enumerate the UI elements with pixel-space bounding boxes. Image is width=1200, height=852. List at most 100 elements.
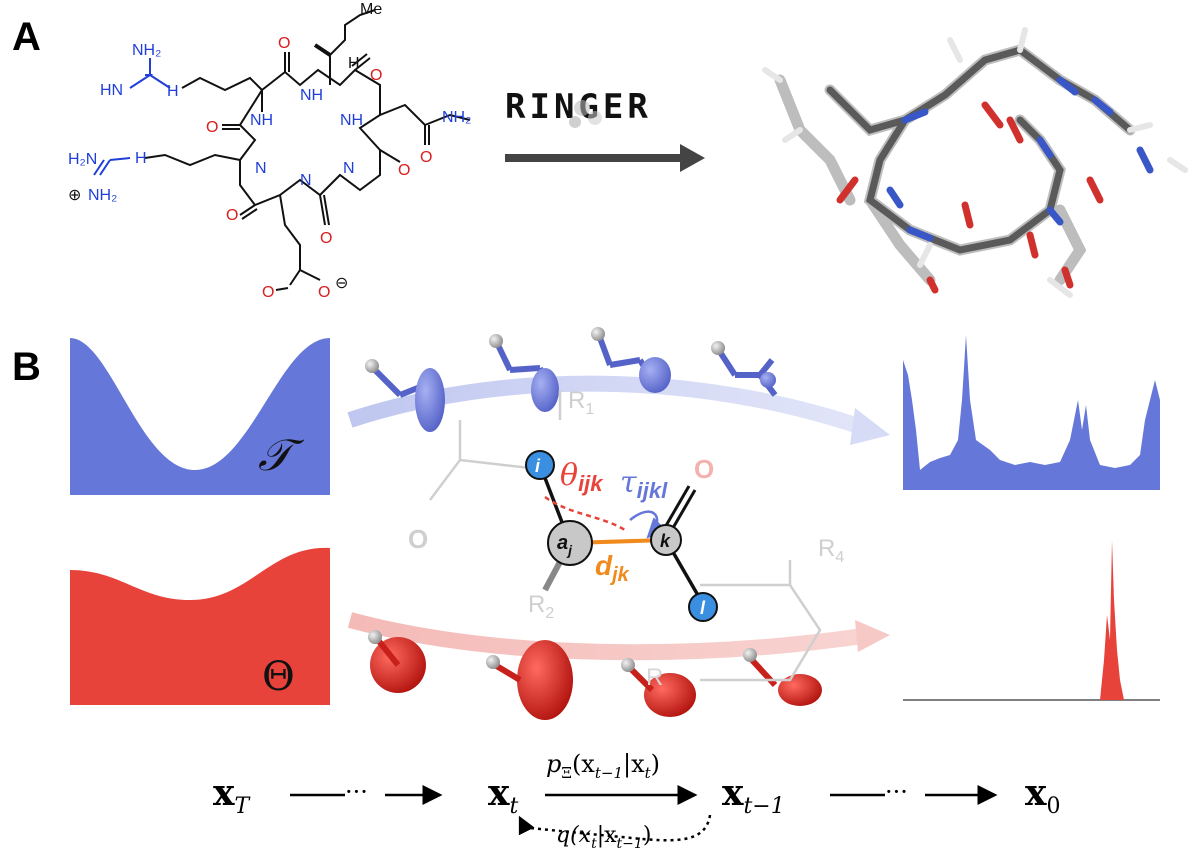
angle-diffusion-arc-head <box>855 620 890 652</box>
theta-label: θijk <box>560 458 604 496</box>
label-r2-sub: 2 <box>545 605 554 622</box>
angle-learned-distribution <box>903 540 1160 701</box>
chem-atom-labels: NH₂ HN H H₂N H ⊕ NH₂ Me H O O NH NH NH O… <box>68 1 471 301</box>
conversion-arrow-head <box>680 144 705 172</box>
atom-o-carboxyl-1: O <box>262 284 274 301</box>
atom-n-ring-3: N <box>343 160 355 177</box>
atom-o-4: O <box>420 149 432 166</box>
torsion-diffusion-arc-head <box>850 408 890 445</box>
state-xT-sub: T <box>234 794 251 819</box>
atom-nh-arg2: H <box>135 150 147 167</box>
reverse-args-sub: t−1 <box>595 764 623 782</box>
distance-sub: jk <box>609 564 630 586</box>
atom-k-label: k <box>660 531 671 551</box>
label-r4-sub: 4 <box>835 549 844 566</box>
state-x0-sub: 0 <box>1046 794 1060 819</box>
distance-label: djk <box>595 550 630 586</box>
conformer-ensemble-3d <box>762 27 1188 298</box>
distance-text: d <box>595 550 613 581</box>
atom-nh-2: NH <box>250 112 273 129</box>
label-r2: R2 <box>528 591 554 622</box>
atom-plus-sign: ⊕ <box>68 187 81 204</box>
atom-minus-sign: ⊖ <box>335 275 348 292</box>
state-xt-text: x <box>488 772 510 814</box>
reverse-process-label: pΞ(xt−1|xt) <box>546 750 660 782</box>
label-r1-sub: 1 <box>585 401 594 418</box>
panel-a-label: A <box>12 15 41 59</box>
atom-me: Me <box>360 1 382 18</box>
ringer-logo-molecule-icon <box>569 100 602 128</box>
atom-nh2-plus: NH₂ <box>88 187 117 204</box>
reverse-args: (x <box>572 750 595 778</box>
reverse-close: ) <box>651 750 660 778</box>
atom-nh-3: NH <box>340 112 363 129</box>
atom-a-sub: j <box>566 542 573 558</box>
label-o-left: O <box>408 524 428 554</box>
state-x0-text: x <box>1025 772 1047 814</box>
atom-a-label: aj <box>557 532 573 558</box>
atom-l-node: l <box>688 592 718 622</box>
arrow-forward-step <box>518 814 712 842</box>
angle-diffusion-arc <box>347 612 872 661</box>
atom-i-node: i <box>525 450 555 480</box>
label-r2-text: R <box>528 591 545 618</box>
state-xt1: xt−1 <box>722 772 785 819</box>
diffusion-chain: xT ··· xt pΞ(xt−1|xt) xt−1 ··· x0 q(xt|x… <box>213 750 1060 852</box>
state-xt: xt <box>488 772 518 819</box>
atom-a-text: a <box>557 532 568 554</box>
forward-close: ) <box>643 823 652 848</box>
atom-i-label: i <box>535 456 541 476</box>
atom-nh2-top: NH₂ <box>132 42 161 59</box>
atom-nh-link: H <box>167 83 179 100</box>
forward-mid-sub: t−1 <box>617 836 643 852</box>
forward-q-sub: t <box>591 836 597 852</box>
cyclic-peptide-2d-structure <box>93 9 471 291</box>
atom-l-label: l <box>700 598 706 618</box>
tau-sub: ijkl <box>637 478 668 503</box>
tau-label: τijkl <box>620 465 668 503</box>
label-r4-text: R <box>818 535 835 562</box>
schematic-background-skeleton <box>429 390 822 682</box>
state-xT-text: x <box>213 772 235 814</box>
atom-o-6: O <box>226 207 238 224</box>
forward-q: q(x <box>556 823 592 848</box>
atom-o-5: O <box>398 162 410 179</box>
tau-text: τ <box>620 465 637 500</box>
atom-nh-1: NH <box>300 87 323 104</box>
label-o-right: O <box>694 454 714 484</box>
torsion-conformer-snapshots <box>365 327 778 432</box>
state-xt1-text: x <box>722 772 744 814</box>
atom-h-stereo: H <box>348 55 360 72</box>
state-x0: x0 <box>1025 772 1060 819</box>
label-r4: R4 <box>818 535 844 566</box>
reverse-p: p <box>546 750 561 778</box>
atom-o-3: O <box>206 119 218 136</box>
theta-sub: ijk <box>578 471 604 496</box>
state-xt-sub: t <box>509 794 518 819</box>
atom-o-7: O <box>320 230 332 247</box>
atom-a-node: aj <box>547 520 593 566</box>
dots-2: ··· <box>885 778 908 806</box>
torsion-learned-distribution <box>903 335 1160 490</box>
atom-o-carboxyl-2: O <box>318 284 330 301</box>
label-r1-text: R <box>568 387 585 414</box>
reverse-mid: |x <box>623 750 645 779</box>
angle-prior-distribution: Θ <box>70 547 330 705</box>
angle-symbol: Θ <box>262 654 295 700</box>
atom-hn-left: HN <box>100 82 123 99</box>
forward-mid: |x <box>597 823 617 848</box>
reverse-p-sub: Ξ <box>561 764 572 782</box>
atom-o-2: O <box>370 67 382 84</box>
reverse-mid-sub: t <box>645 764 652 782</box>
atom-o-nh2-amide: NH₂ <box>442 109 471 126</box>
state-xt1-sub: t−1 <box>743 794 784 819</box>
atom-n-ring-2: N <box>300 172 312 189</box>
state-xT: xT <box>213 772 251 819</box>
atom-n-ring-1: N <box>255 160 267 177</box>
forward-process-label: q(xt|xt−1) <box>556 823 651 852</box>
atom-k-node: k <box>650 524 682 556</box>
torsion-prior-distribution: 𝒯 <box>70 338 330 495</box>
label-r3-partial: R <box>646 664 663 691</box>
panel-b-label: B <box>12 345 41 389</box>
